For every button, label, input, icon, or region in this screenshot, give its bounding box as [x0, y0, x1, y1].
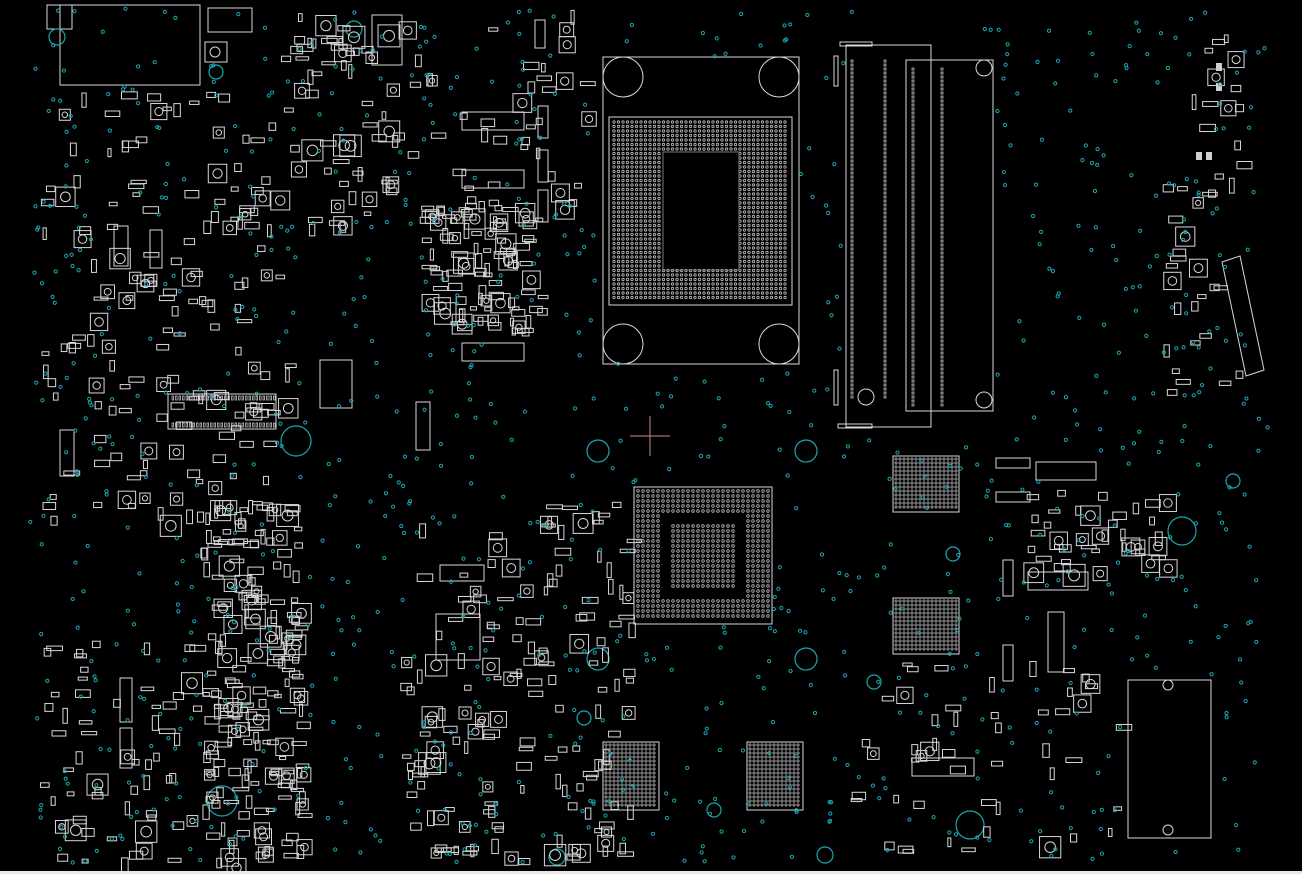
module-bottom-right: [1127, 679, 1212, 839]
dimm-slots: [833, 41, 994, 429]
status-strip: [0, 871, 1302, 874]
connector-left-mid: [167, 393, 277, 430]
cursor-crosshair: [630, 416, 670, 456]
memory-chips-right: [892, 455, 960, 655]
passive-components: [39, 9, 1253, 874]
cpu-socket: [602, 56, 800, 365]
connector-top-left: [46, 4, 253, 86]
memory-chips-bottom: [602, 741, 804, 811]
mounting-holes: [206, 20, 1241, 866]
chipset-bga: [633, 486, 773, 625]
vias: [28, 6, 1270, 865]
connector-right-slanted: [1221, 255, 1265, 377]
